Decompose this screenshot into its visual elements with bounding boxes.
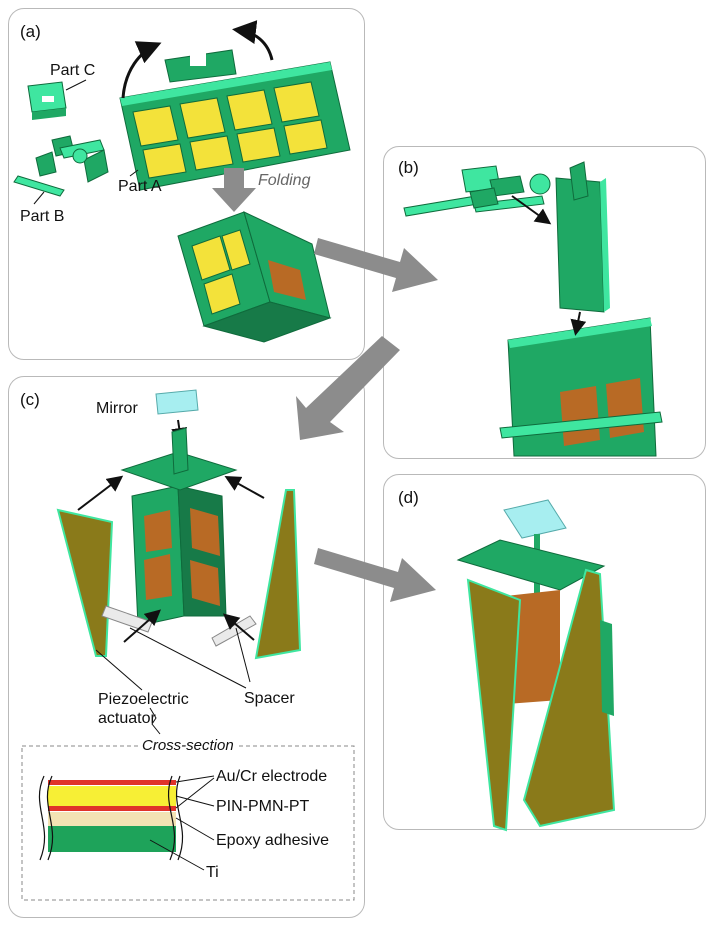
panel-b-label: (b) — [398, 158, 419, 177]
panel-d-label: (d) — [398, 488, 419, 507]
part-c-leader — [65, 79, 87, 91]
folding-label: Folding — [258, 172, 311, 189]
squiggle — [149, 707, 161, 735]
flow-arrow-b-to-c — [296, 336, 400, 440]
cross-section-label: Cross-section — [138, 737, 238, 754]
layer-ti: Ti — [206, 864, 219, 881]
part-c-label: Part C — [50, 62, 96, 79]
fold-arrow-right — [232, 20, 274, 61]
panel-c-label: (c) — [20, 390, 40, 409]
c-arrow-1 — [77, 475, 124, 511]
part-b — [13, 135, 109, 197]
mirror — [155, 389, 199, 415]
folding-arrow — [212, 168, 256, 212]
spacers — [101, 605, 257, 647]
piezo-label: Piezoelectric actuator — [98, 691, 189, 727]
piezo-right — [254, 489, 302, 660]
c-arrow-4 — [222, 613, 255, 641]
cross-section-box — [21, 745, 355, 901]
fold-arrow-left — [121, 41, 162, 99]
panel-b-assembly — [403, 161, 663, 457]
flow-arrow-c-to-d — [314, 548, 436, 602]
piezo-left — [56, 508, 114, 657]
c-arrow-3 — [123, 609, 161, 643]
spacer-label: Spacer — [244, 690, 295, 707]
c-arrow-2 — [224, 476, 265, 499]
layer-pzt: PIN-PMN-PT — [216, 798, 310, 815]
mirror-label: Mirror — [96, 400, 138, 417]
b-arrow-2 — [570, 311, 587, 336]
layer-epoxy: Epoxy adhesive — [216, 832, 329, 849]
b-arrow-1 — [511, 195, 552, 225]
panel-a-label: (a) — [20, 22, 41, 41]
part-c — [27, 81, 67, 120]
layer-electrode: Au/Cr electrode — [216, 768, 328, 785]
part-a-leader — [129, 169, 139, 177]
final-device — [456, 499, 616, 832]
part-a-label: Part A — [118, 178, 162, 195]
spacer-leader-1 — [129, 627, 247, 689]
part-b-label: Part B — [20, 208, 65, 225]
flow-arrow-a-to-b — [314, 238, 438, 292]
folded-part-a — [177, 211, 332, 343]
part-a-sheet — [119, 49, 351, 191]
spacer-leader-2 — [235, 627, 251, 683]
core-structure — [120, 427, 238, 627]
cross-section-layers — [38, 775, 215, 871]
part-b-leader — [33, 191, 45, 205]
piezo-leader — [95, 649, 143, 691]
